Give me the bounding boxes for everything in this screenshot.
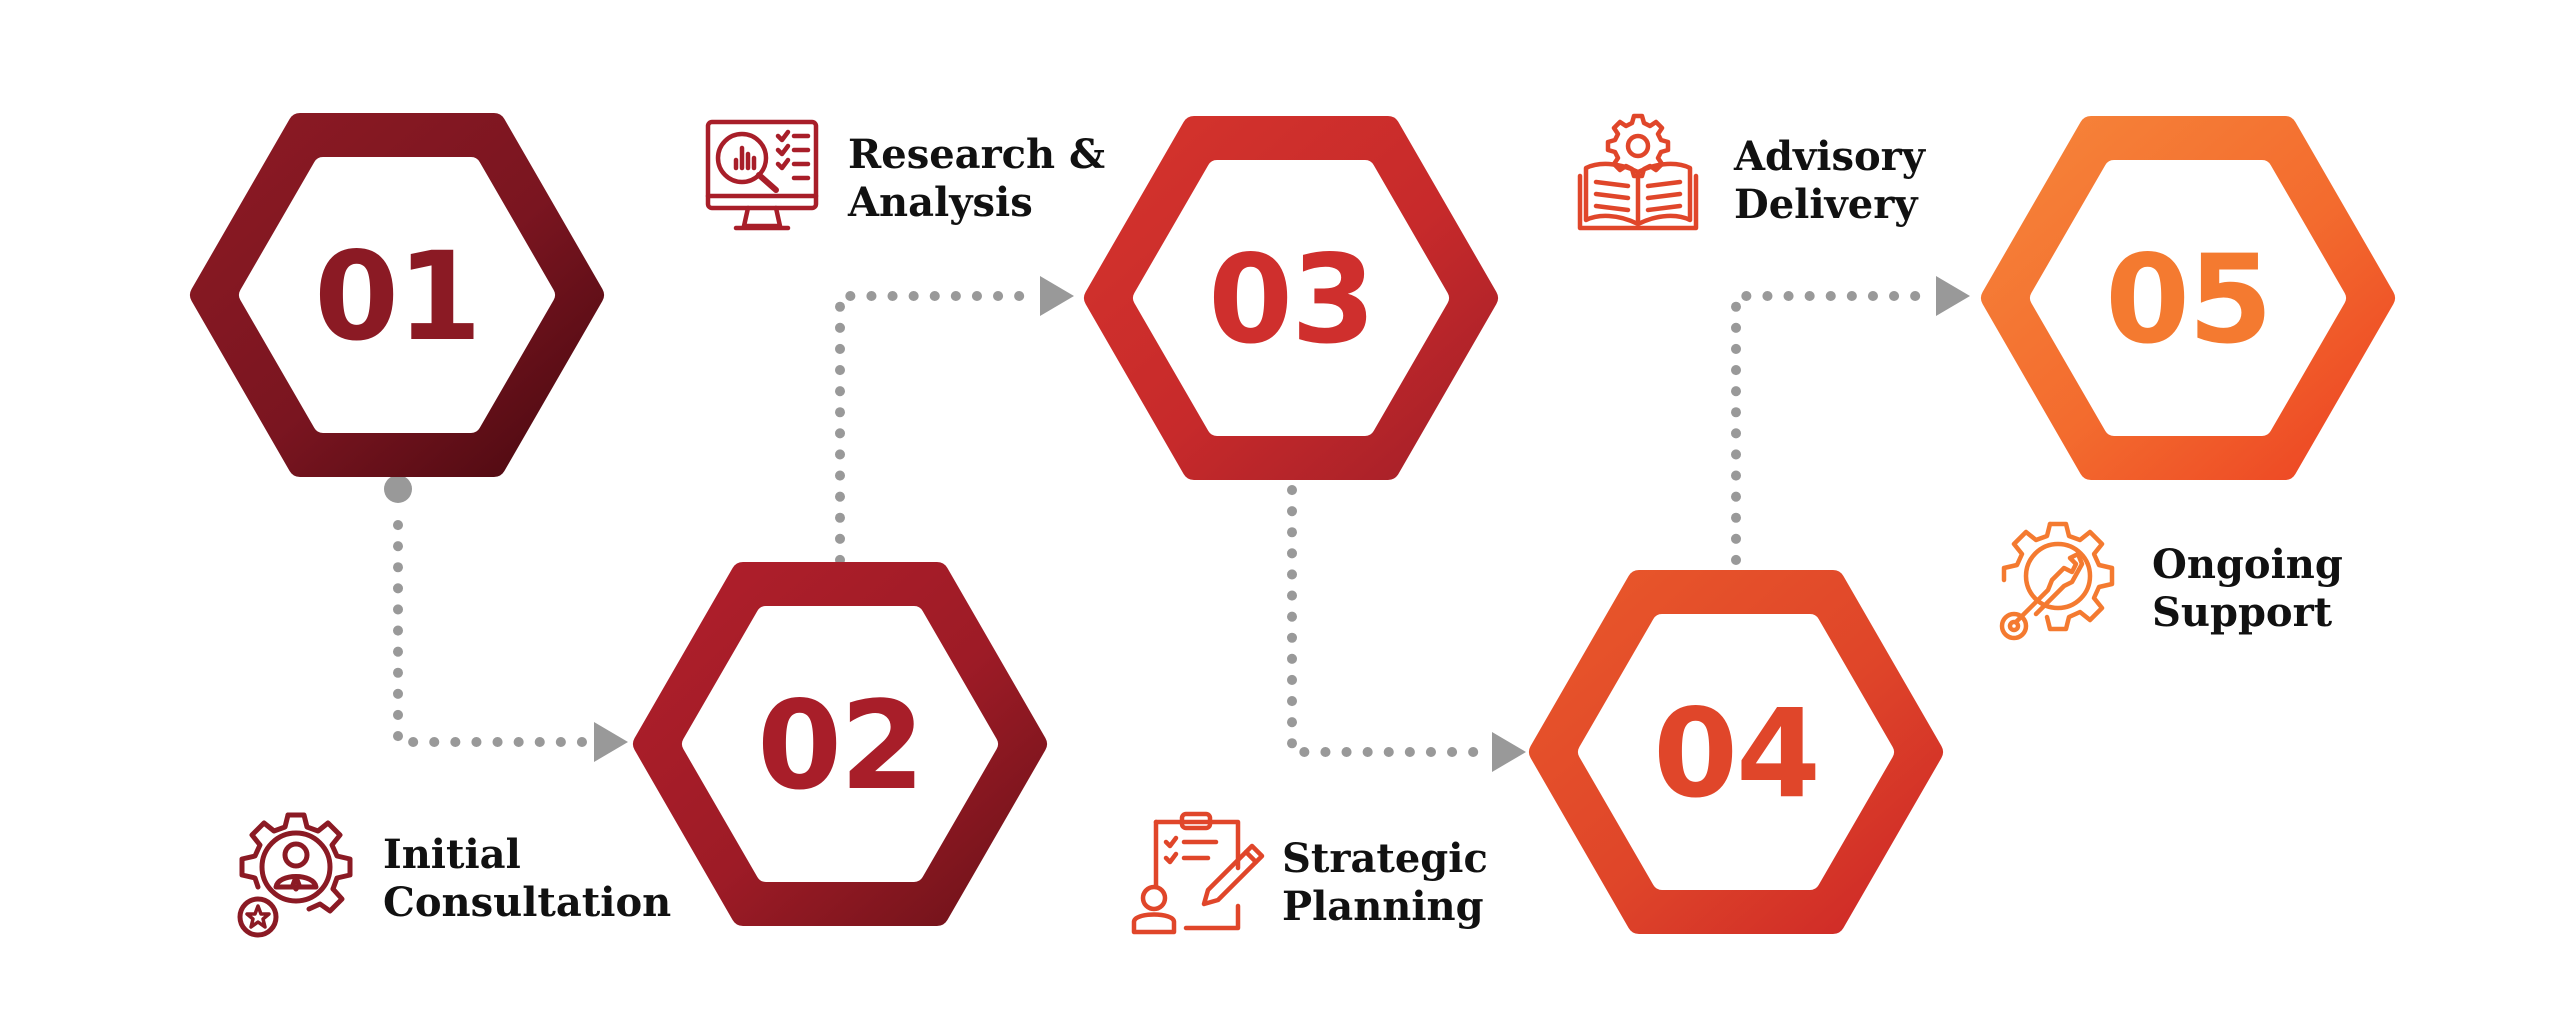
connector-01-02	[393, 520, 597, 747]
research-monitor-chart-icon	[705, 119, 819, 231]
label-step-01: Initial Consultation	[383, 831, 671, 926]
connector-start-dot	[384, 475, 412, 503]
connector-arrow-01-02	[594, 722, 628, 762]
step-number: 03	[1208, 229, 1374, 371]
label-step-02: Research & Analysis	[847, 131, 1105, 226]
label-line-1: Strategic	[1282, 835, 1488, 882]
step-number: 04	[1653, 683, 1819, 825]
step-number: 05	[2105, 229, 2271, 371]
connector-arrow-04-05	[1936, 276, 1970, 316]
hexagon-step-03: 03	[1084, 116, 1498, 480]
planning-clipboard-pen-icon	[1131, 811, 1265, 935]
label-line-2: Analysis	[847, 179, 1033, 226]
consultation-gear-person-icon	[237, 812, 353, 938]
label-line-2: Planning	[1282, 883, 1484, 930]
connector-02-03	[835, 291, 1043, 565]
step-number: 02	[757, 675, 923, 817]
hexagon-step-01: 01	[190, 113, 604, 477]
hexagon-step-02: 02	[633, 562, 1047, 926]
connector-arrow-03-04	[1492, 732, 1526, 772]
label-step-03: Strategic Planning	[1282, 835, 1488, 930]
label-line-1: Research &	[848, 131, 1105, 178]
step-number: 01	[314, 226, 480, 368]
label-line-1: Advisory	[1733, 133, 1927, 180]
hexagon-step-05: 05	[1981, 116, 2395, 480]
connector-03-04	[1287, 485, 1495, 757]
label-step-05: Ongoing Support	[2152, 541, 2343, 636]
label-line-2: Delivery	[1734, 181, 1919, 228]
label-line-2: Consultation	[383, 879, 671, 926]
connector-arrow-02-03	[1040, 276, 1074, 316]
connector-04-05	[1731, 291, 1939, 565]
label-line-1: Ongoing	[2152, 541, 2343, 588]
label-line-2: Support	[2152, 589, 2333, 636]
hexagon-step-04: 04	[1529, 570, 1943, 934]
advisory-book-gear-icon	[1577, 113, 1699, 231]
label-step-04: Advisory Delivery	[1733, 133, 1927, 228]
label-line-1: Initial	[383, 831, 521, 878]
support-gear-wrench-icon	[1999, 521, 2115, 641]
